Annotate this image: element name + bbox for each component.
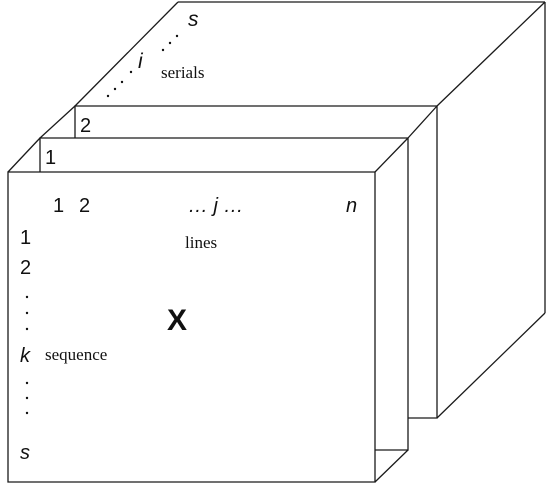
column-2-label: 2 [79, 195, 90, 217]
column-n-label: n [346, 195, 357, 217]
row-s-label: s [20, 442, 30, 464]
serials-label: serials [161, 63, 204, 82]
row-1-label: 1 [20, 227, 31, 249]
row-dots-lower [25, 381, 29, 415]
lines-label: lines [185, 233, 217, 252]
row-k-label: k [20, 345, 31, 367]
column-1-label: 1 [53, 195, 64, 217]
layer-1-label: 1 [45, 147, 56, 169]
serial-dots [106, 34, 179, 98]
serial-i-label: i [138, 50, 144, 73]
row-2-label: 2 [20, 257, 31, 279]
cube-outline [74, 1, 546, 419]
front-face [7, 137, 409, 483]
row-dots-upper [25, 295, 29, 331]
serial-s-label: s [188, 8, 199, 31]
sequence-label: sequence [45, 345, 107, 364]
column-j-label: … j … [188, 195, 244, 217]
layer-2-label: 2 [80, 115, 91, 137]
matrix-x-label: X [167, 304, 187, 337]
